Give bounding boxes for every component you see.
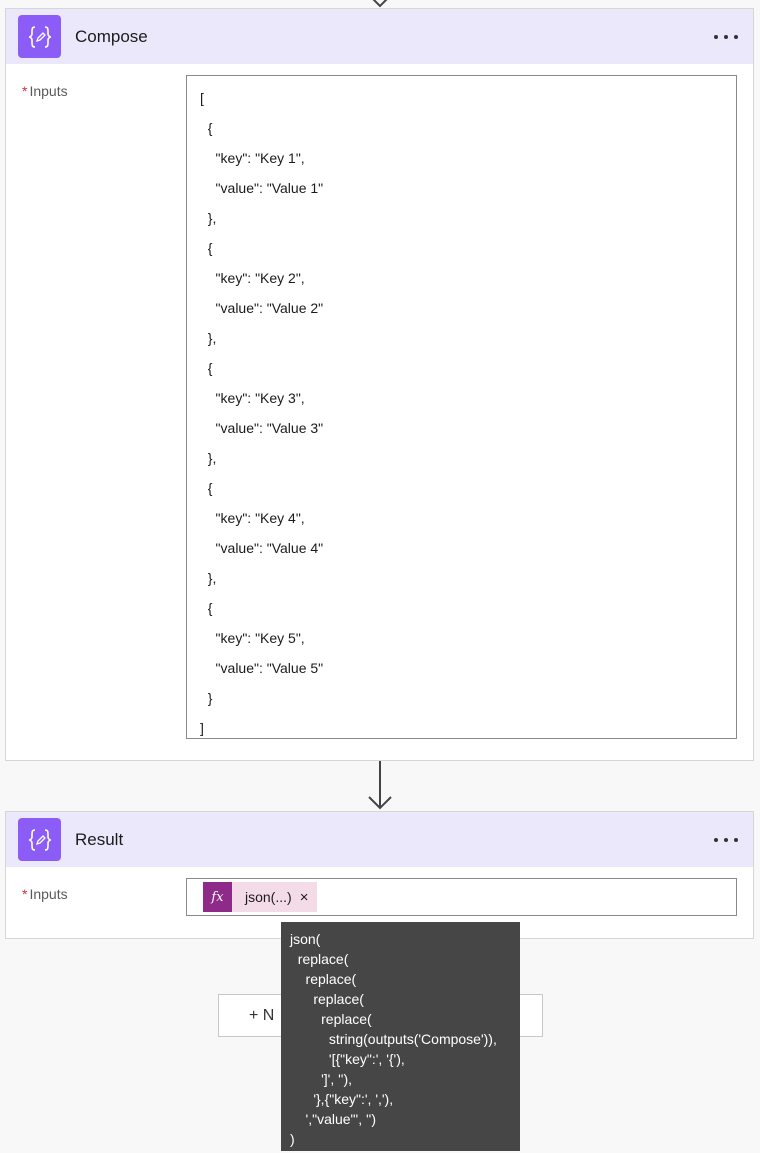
- code-line: "key": "Key 5",: [200, 630, 305, 646]
- code-line: },: [200, 210, 217, 226]
- tooltip-line: replace(: [290, 951, 349, 967]
- result-title: Result: [75, 829, 124, 849]
- compose-icon: [18, 818, 61, 861]
- compose-icon: [18, 15, 61, 58]
- code-line: },: [200, 570, 217, 586]
- tooltip-line: ): [290, 1131, 295, 1147]
- code-line: {: [200, 360, 213, 376]
- tooltip-line: '[{"key":', '{'),: [290, 1051, 405, 1067]
- fx-icon: fx: [203, 882, 232, 912]
- compose-card-header[interactable]: Compose: [6, 9, 753, 64]
- code-line: }: [200, 690, 213, 706]
- compose-title: Compose: [75, 26, 148, 46]
- compose-action-card[interactable]: Compose *Inputs [ { "key": "Key 1", "val…: [5, 8, 754, 761]
- tooltip-line: string(outputs('Compose')),: [290, 1031, 497, 1047]
- code-line: },: [200, 330, 217, 346]
- top-connector-arrow-icon: [372, 0, 388, 8]
- result-card-header[interactable]: Result: [6, 812, 753, 867]
- expression-token-label: json(...): [245, 889, 292, 905]
- tooltip-line: ',"value"', ''): [290, 1111, 376, 1127]
- code-line: {: [200, 480, 213, 496]
- code-line: ]: [200, 720, 204, 736]
- code-line: },: [200, 450, 217, 466]
- code-line: "key": "Key 3",: [200, 390, 305, 406]
- required-marker: *: [22, 83, 28, 99]
- compose-more-icon[interactable]: [711, 9, 741, 64]
- code-line: "value": "Value 3": [200, 420, 324, 436]
- compose-inputs-field[interactable]: [ { "key": "Key 1", "value": "Value 1" }…: [186, 75, 737, 739]
- code-line: "value": "Value 5": [200, 660, 324, 676]
- result-more-icon[interactable]: [711, 812, 741, 867]
- tooltip-line: json(: [290, 931, 321, 947]
- code-line: "value": "Value 1": [200, 180, 324, 196]
- code-line: {: [200, 240, 213, 256]
- tooltip-line: ']', ''),: [290, 1071, 353, 1087]
- expression-tooltip: json( replace( replace( replace( replace…: [281, 922, 520, 1151]
- code-line: [: [200, 90, 204, 106]
- tooltip-line: replace(: [290, 991, 364, 1007]
- code-line: "key": "Key 4",: [200, 510, 305, 526]
- result-inputs-field[interactable]: fx json(...) ×: [186, 878, 737, 916]
- result-action-card[interactable]: Result *Inputs fx json(...) ×: [5, 811, 754, 939]
- expression-token[interactable]: fx json(...) ×: [203, 882, 317, 912]
- new-step-label: + N: [249, 1006, 275, 1024]
- result-inputs-label: *Inputs: [22, 886, 68, 902]
- compose-inputs-label: *Inputs: [22, 83, 68, 99]
- code-line: {: [200, 120, 213, 136]
- tooltip-line: '},{"key":', ','),: [290, 1091, 394, 1107]
- code-line: "value": "Value 4": [200, 540, 324, 556]
- code-line: {: [200, 600, 213, 616]
- code-line: "key": "Key 2",: [200, 270, 305, 286]
- code-line: "value": "Value 2": [200, 300, 324, 316]
- token-remove-icon[interactable]: ×: [299, 888, 309, 906]
- code-line: "key": "Key 1",: [200, 150, 305, 166]
- tooltip-line: replace(: [290, 1011, 372, 1027]
- required-marker: *: [22, 886, 28, 902]
- tooltip-line: replace(: [290, 971, 357, 987]
- connector-arrow-icon: [368, 761, 392, 810]
